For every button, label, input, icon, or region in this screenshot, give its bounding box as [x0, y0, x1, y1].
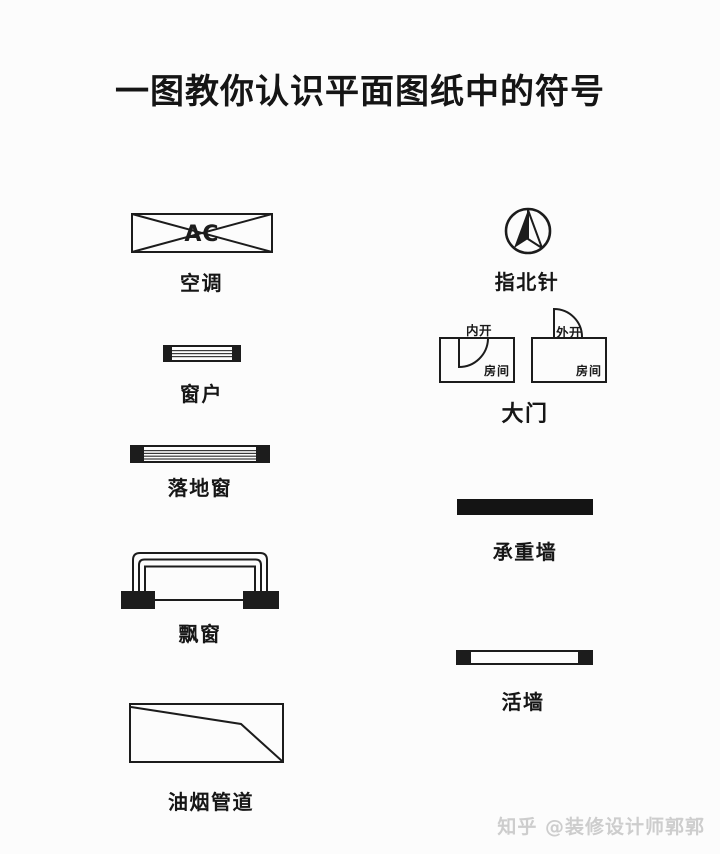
smoke-duct-symbol-icon — [129, 703, 284, 763]
movable-wall-label: 活墙 — [501, 690, 545, 714]
floor-window-symbol-icon — [130, 445, 270, 463]
smoke-duct-diagonal — [130, 706, 283, 762]
movable-wall-cap-left — [456, 650, 471, 665]
bay-window-block-right — [243, 591, 279, 609]
door-inward-label: 内开 — [465, 323, 492, 338]
floor-window-cap-left — [130, 445, 144, 463]
compass-needle-dark-half — [514, 210, 528, 248]
door-outward-label: 外开 — [555, 325, 582, 340]
movable-wall-symbol-icon — [456, 650, 593, 665]
door-label: 大门 — [501, 402, 549, 427]
door-inward-swing-icon — [458, 339, 489, 369]
ac-box — [131, 213, 273, 253]
bay-window-block-left — [121, 591, 155, 609]
door-outward-swing-icon — [553, 307, 583, 338]
load-bearing-wall-symbol-icon — [457, 499, 593, 515]
ac-symbol-text: AC — [184, 222, 219, 247]
ac-unit-symbol-icon: AC — [131, 213, 273, 253]
compass-north-icon — [504, 207, 552, 255]
ac-label: 空调 — [180, 271, 223, 295]
compass-needle-light-half — [527, 209, 543, 249]
compass-label: 指北针 — [494, 270, 560, 294]
door-inward-room: 房间 — [439, 337, 515, 383]
bay-window-label: 飘窗 — [178, 622, 222, 646]
floor-window-cap-right — [256, 445, 270, 463]
window-symbol-icon — [163, 345, 241, 362]
room-tag: 房间 — [483, 364, 510, 378]
room-tag: 房间 — [575, 364, 602, 378]
ac-diagonal-2 — [131, 213, 273, 253]
smoke-duct-label: 油烟管道 — [168, 790, 254, 814]
window-cap-left — [163, 345, 172, 362]
load-bearing-wall-label: 承重墙 — [492, 540, 558, 564]
window-label: 窗户 — [180, 382, 223, 406]
page-title: 一图教你认识平面图纸中的符号 — [115, 72, 605, 112]
movable-wall-cap-right — [578, 650, 593, 665]
smoke-duct-box — [129, 703, 284, 763]
bay-window-symbol-icon — [121, 552, 279, 609]
window-cap-right — [232, 345, 241, 362]
floor-window-label: 落地窗 — [167, 476, 233, 500]
door-outward-room: 房间 — [531, 337, 607, 383]
watermark-credit: 知乎 @装修设计师郭郭 — [497, 816, 705, 838]
